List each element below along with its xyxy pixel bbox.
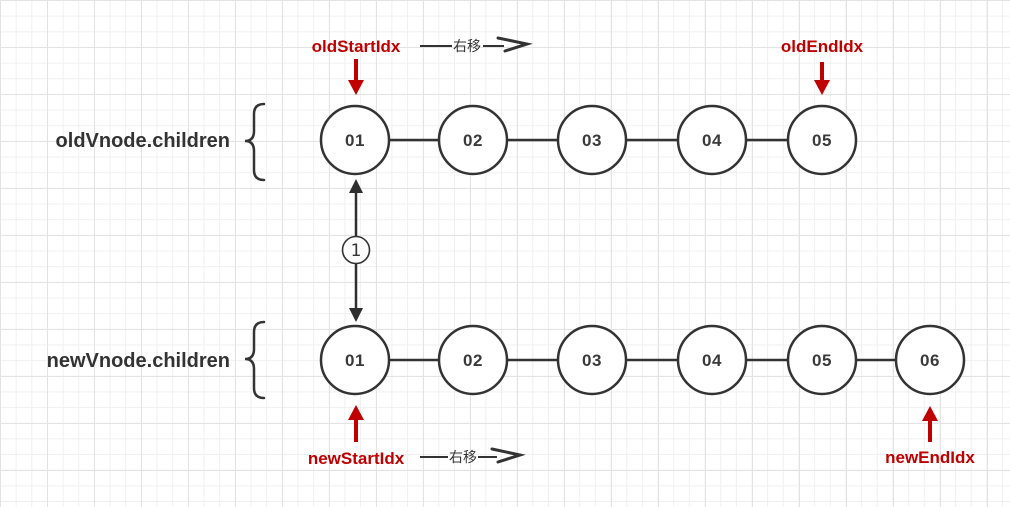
node-circle bbox=[786, 324, 858, 396]
node-label: 03 bbox=[582, 131, 602, 150]
old-end-arrow-icon bbox=[814, 62, 830, 95]
node-label: 03 bbox=[582, 351, 602, 370]
old-node-04: 04 bbox=[676, 104, 748, 176]
node-label: 04 bbox=[702, 351, 722, 370]
step-badge-label: 1 bbox=[351, 241, 362, 261]
node-label: 05 bbox=[812, 131, 832, 150]
node-circle bbox=[894, 324, 966, 396]
old-start-pointer-label: oldStartIdx bbox=[312, 37, 401, 56]
new-row-label: newVnode.children bbox=[47, 350, 230, 372]
move-right-indicator-top: 右移 bbox=[420, 36, 533, 54]
node-circle bbox=[676, 324, 748, 396]
new-node-01: 01 bbox=[319, 324, 391, 396]
old-node-03: 03 bbox=[556, 104, 628, 176]
node-circle bbox=[786, 104, 858, 176]
new-node-02: 02 bbox=[437, 324, 509, 396]
new-node-06: 06 bbox=[894, 324, 966, 396]
arrow-down-icon bbox=[349, 308, 363, 322]
move-right-arrow-icon bbox=[496, 36, 533, 53]
new-node-04: 04 bbox=[676, 324, 748, 396]
compare-double-arrow: 1 bbox=[341, 179, 371, 322]
new-end-arrow-icon bbox=[922, 406, 938, 442]
node-label: 01 bbox=[345, 131, 365, 150]
old-start-arrow-icon bbox=[348, 59, 364, 95]
node-circle bbox=[319, 104, 391, 176]
new-start-pointer-label: newStartIdx bbox=[308, 449, 405, 468]
move-right-label-bottom: 右移 bbox=[449, 449, 477, 465]
move-right-label-top: 右移 bbox=[453, 38, 481, 54]
arrow-up-icon bbox=[349, 179, 363, 193]
node-label: 05 bbox=[812, 351, 832, 370]
old-node-05: 05 bbox=[786, 104, 858, 176]
node-circle bbox=[437, 104, 509, 176]
step-badge bbox=[341, 235, 371, 265]
old-row-brace-icon bbox=[244, 102, 266, 182]
old-row-label: oldVnode.children bbox=[56, 130, 230, 152]
node-label: 04 bbox=[702, 131, 722, 150]
node-label: 01 bbox=[345, 351, 365, 370]
new-start-arrow-icon bbox=[348, 405, 364, 442]
node-label: 02 bbox=[463, 131, 483, 150]
new-node-05: 05 bbox=[786, 324, 858, 396]
node-label: 02 bbox=[463, 351, 483, 370]
new-end-pointer-label: newEndIdx bbox=[885, 448, 975, 467]
node-label: 06 bbox=[920, 351, 940, 370]
node-circle bbox=[556, 324, 628, 396]
new-node-03: 03 bbox=[556, 324, 628, 396]
old-node-02: 02 bbox=[437, 104, 509, 176]
node-circle bbox=[437, 324, 509, 396]
node-circle bbox=[556, 104, 628, 176]
move-right-indicator-bottom: 右移 bbox=[420, 447, 526, 465]
node-circle bbox=[319, 324, 391, 396]
old-end-pointer-label: oldEndIdx bbox=[781, 37, 864, 56]
old-node-01: 01 bbox=[319, 104, 391, 176]
node-circle bbox=[676, 104, 748, 176]
new-row-brace-icon bbox=[244, 320, 266, 400]
move-right-arrow-icon bbox=[490, 447, 526, 464]
